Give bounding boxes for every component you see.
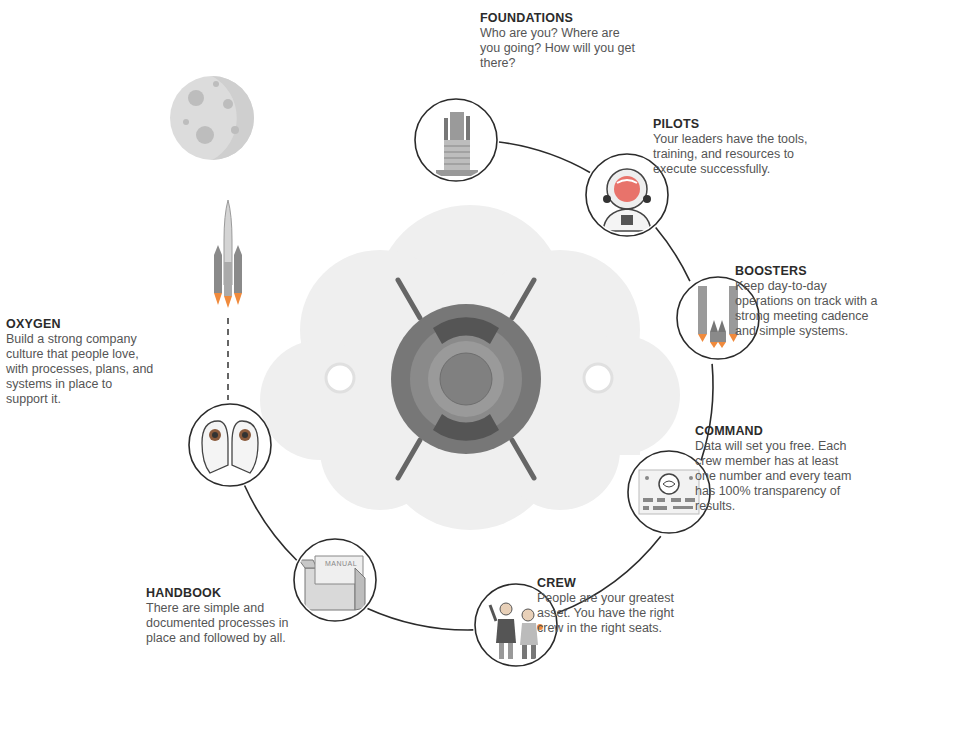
stage-heading: FOUNDATIONS (480, 11, 640, 26)
stage-heading: PILOTS (653, 117, 813, 132)
stage-text: COMMANDData will set you free. Each crew… (695, 424, 855, 514)
ring-arc (499, 142, 590, 173)
stage-description: Keep day-to-day operations on track with… (735, 279, 885, 339)
stage-text: OXYGENBuild a strong company culture tha… (6, 317, 156, 407)
hub (391, 304, 541, 454)
ring-arc (656, 228, 690, 282)
cloud (260, 205, 680, 530)
stage-description: Who are you? Where are you going? How wi… (480, 26, 640, 71)
moon (170, 76, 254, 160)
circle-icon (414, 98, 498, 182)
stage-heading: CREW (537, 576, 692, 591)
stage-circle: FOUNDATIONSWho are you? Where are you go… (414, 98, 498, 182)
rocket (214, 200, 242, 308)
stage-heading: COMMAND (695, 424, 855, 439)
stage-description: Build a strong company culture that peop… (6, 332, 156, 407)
stage-heading: HANDBOOK (146, 586, 306, 601)
circle-icon (293, 538, 377, 622)
ring-arc (368, 608, 474, 630)
stage-circle: BOOSTERSKeep day-to-day operations on tr… (676, 276, 760, 360)
stage-description: Your leaders have the tools, training, a… (653, 132, 813, 177)
stage-text: HANDBOOKThere are simple and documented … (146, 586, 306, 646)
ring-arc (245, 486, 297, 561)
stage-heading: BOOSTERS (735, 264, 885, 279)
circle-icon (188, 403, 272, 487)
manual-label: MANUAL (321, 560, 361, 567)
stage-description: People are your greatest asset. You have… (537, 591, 692, 636)
dashed-trail (227, 318, 229, 400)
stage-heading: OXYGEN (6, 317, 156, 332)
stage-text: CREWPeople are your greatest asset. You … (537, 576, 692, 636)
stage-circle: COMMANDData will set you free. Each crew… (627, 450, 711, 534)
stage-description: There are simple and documented processe… (146, 601, 306, 646)
stage-circle: PILOTSYour leaders have the tools, train… (585, 153, 669, 237)
stage-text: FOUNDATIONSWho are you? Where are you go… (480, 11, 640, 71)
stage-circle: OXYGENBuild a strong company culture tha… (188, 403, 272, 487)
stage-circle: CREWPeople are your greatest asset. You … (474, 583, 558, 667)
stage-text: BOOSTERSKeep day-to-day operations on tr… (735, 264, 885, 339)
stage-text: PILOTSYour leaders have the tools, train… (653, 117, 813, 177)
stage-circle: HANDBOOKThere are simple and documented … (293, 538, 377, 622)
stage-description: Data will set you free. Each crew member… (695, 439, 855, 514)
